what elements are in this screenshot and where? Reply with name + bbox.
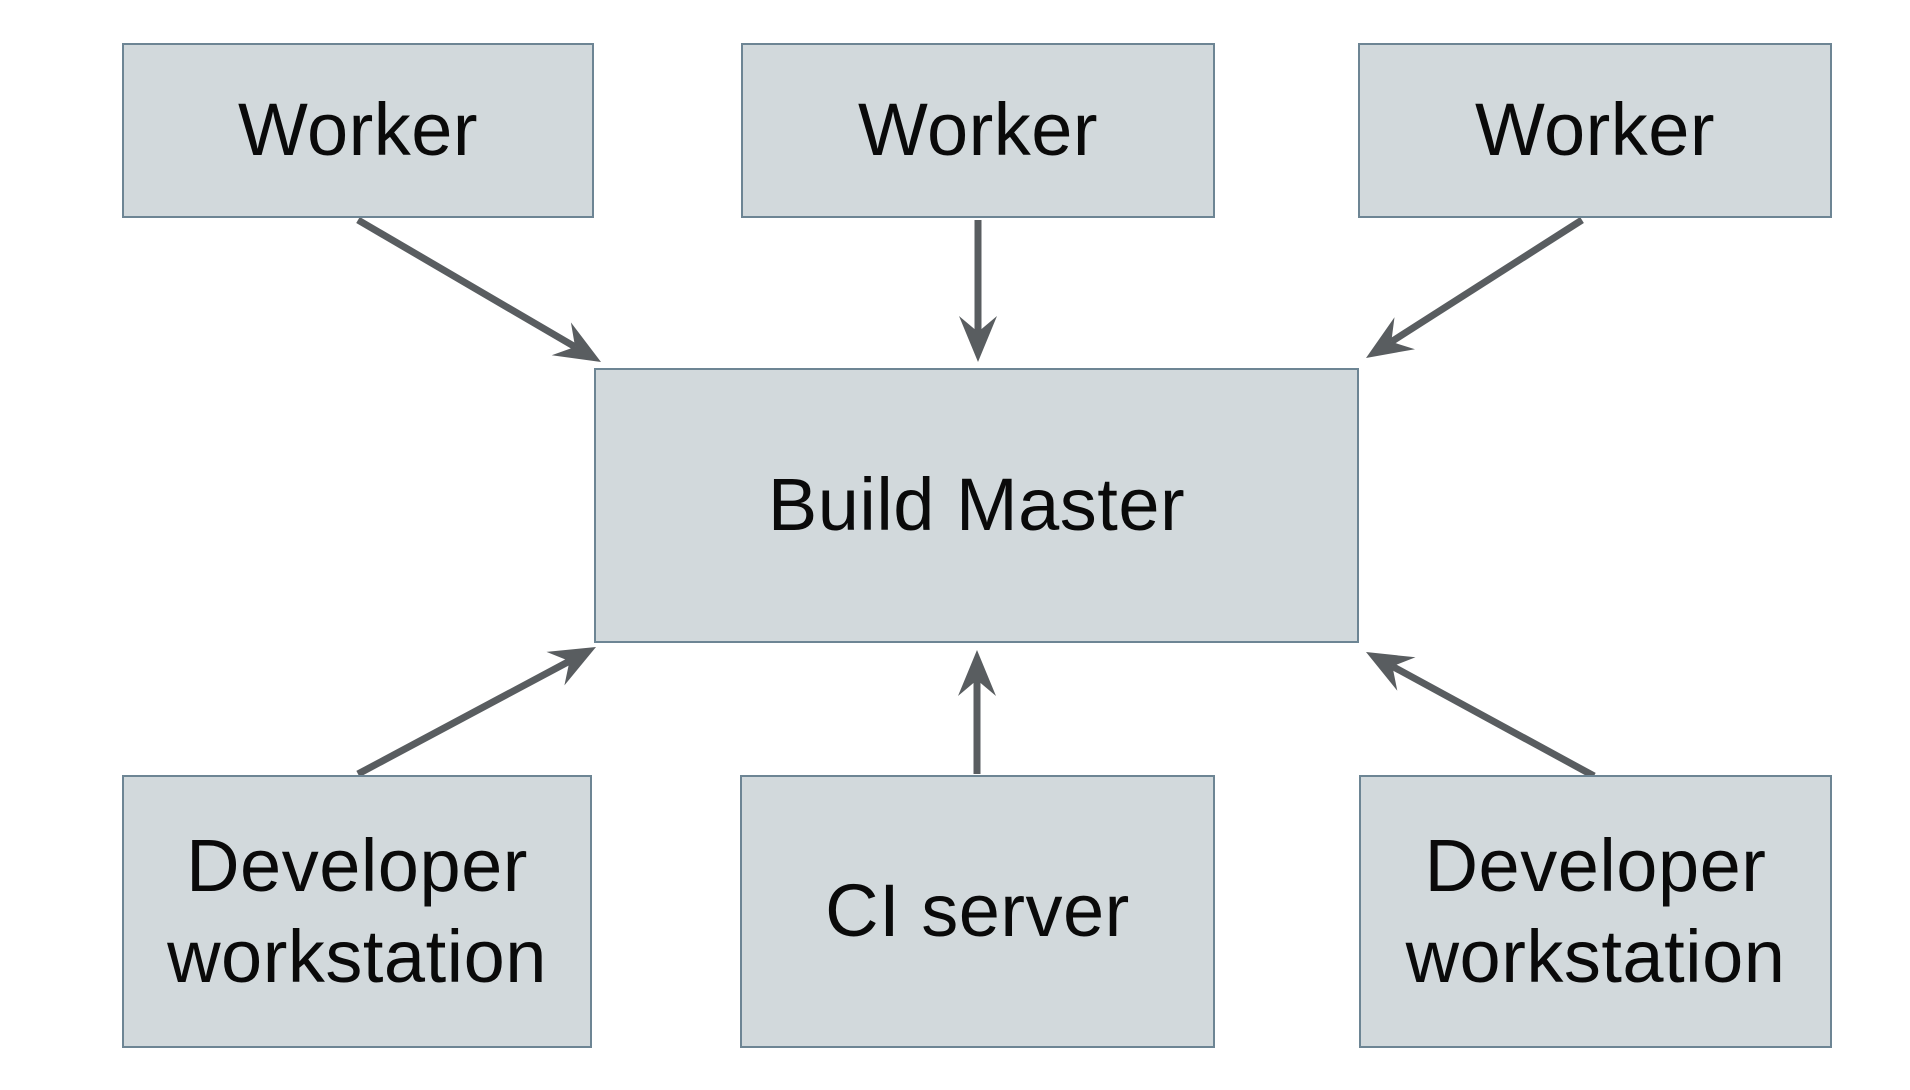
node-worker-2: Worker [741, 43, 1215, 218]
node-ci-server: CI server [740, 775, 1215, 1048]
node-worker-3: Worker [1358, 43, 1832, 218]
node-build-master-label: Build Master [767, 463, 1186, 547]
node-build-master: Build Master [594, 368, 1359, 643]
node-worker-1-label: Worker [237, 88, 479, 172]
node-worker-1: Worker [122, 43, 594, 218]
arrowhead-icon [551, 322, 601, 362]
node-developer-workstation-left: Developer workstation [122, 775, 592, 1048]
arrow-ci-server-to-build-master [958, 650, 996, 774]
node-developer-workstation-right: Developer workstation [1359, 775, 1832, 1048]
node-ci-server-label: CI server [825, 869, 1130, 953]
arrowhead-icon [958, 650, 996, 696]
arrowhead-icon [1366, 652, 1416, 691]
arrowhead-icon [546, 647, 596, 686]
arrow-worker-1-to-build-master [356, 216, 601, 362]
node-developer-workstation-left-label: Developer workstation [167, 824, 547, 998]
node-developer-workstation-right-label: Developer workstation [1405, 824, 1786, 998]
arrow-worker-2-to-build-master [959, 220, 997, 362]
arrowhead-icon [959, 316, 997, 362]
arrow-worker-3-to-build-master [1366, 217, 1584, 358]
arrowhead-icon [1366, 317, 1415, 358]
arrow-dev-workstation-right-to-build-master [1366, 652, 1596, 780]
arrow-dev-workstation-left-to-build-master [356, 647, 596, 778]
node-worker-3-label: Worker [1474, 88, 1716, 172]
node-worker-2-label: Worker [857, 88, 1099, 172]
